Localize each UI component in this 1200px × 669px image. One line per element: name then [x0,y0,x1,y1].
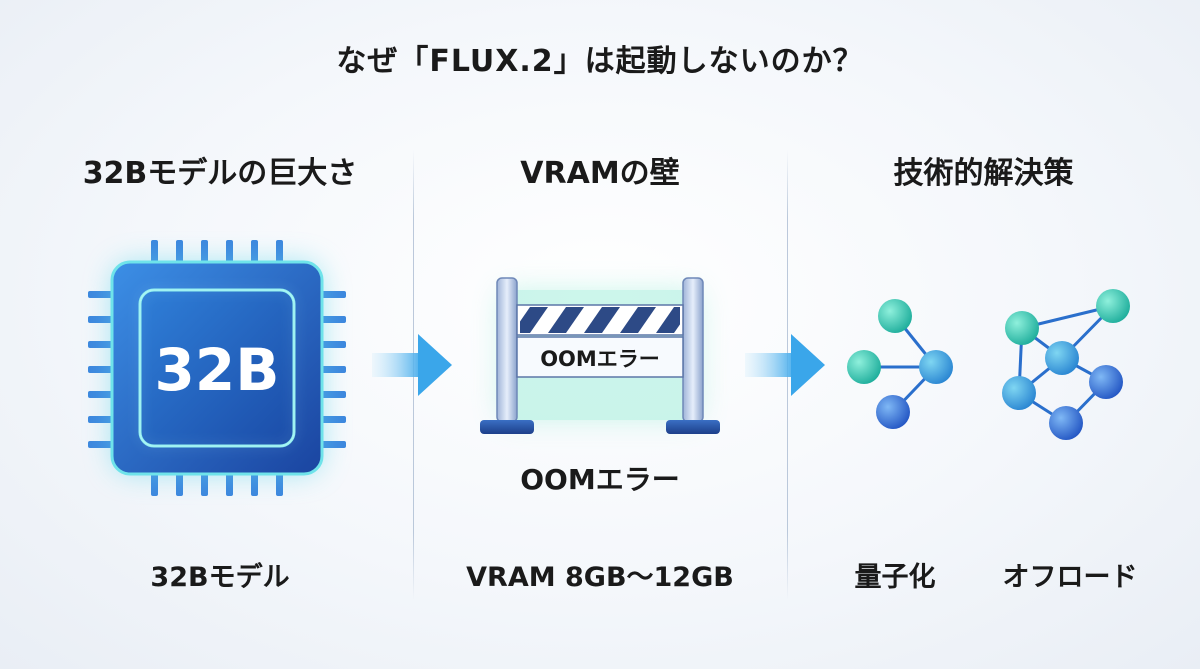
quantization-graph-icon [847,299,953,429]
heading-model-size: 32Bモデルの巨大さ [82,156,358,191]
heading-solutions: 技術的解決策 [893,156,1074,191]
chip-icon [88,240,346,496]
chip-label: 32B [155,336,280,404]
caption-offload: オフロード [1002,562,1138,593]
caption-model: 32Bモデル [150,562,290,593]
caption-quantization: 量子化 [854,562,936,593]
offload-graph-icon [1002,289,1130,440]
heading-vram-wall: VRAMの壁 [520,156,680,191]
page-title: なぜ「FLUX.2」は起動しないのか？ [336,44,864,79]
arrow-right-icon [745,334,825,396]
arrow-right-icon [372,334,452,396]
barrier-icon [480,277,720,434]
oom-error-label: OOMエラー [520,463,680,496]
barrier-sign-text: OOMエラー [540,347,660,371]
caption-vram: VRAM 8GB〜12GB [466,562,734,593]
